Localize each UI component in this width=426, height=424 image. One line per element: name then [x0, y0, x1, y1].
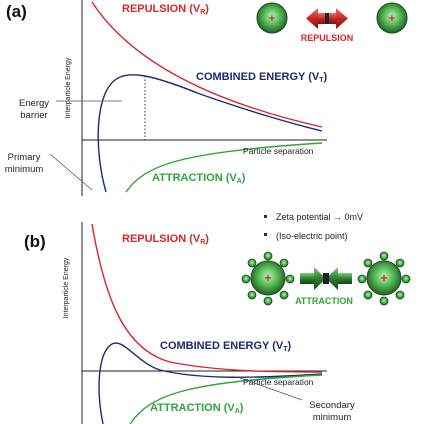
panel-a-combined-label: COMBINED ENERGY (VT)	[196, 71, 328, 84]
panel-b-label: (b)	[24, 232, 46, 251]
particle-sphere-icon: +	[366, 260, 402, 296]
secondary-minimum-label-1: Secondary	[309, 400, 355, 411]
ion-icon	[357, 251, 411, 306]
panel-a-y-axis-label: Interparticle Energy	[65, 57, 72, 118]
panel-b-combined-curve	[98, 342, 323, 424]
energy-barrier-label-2: barrier	[20, 110, 47, 121]
panel-b-repulsion-curve	[91, 223, 323, 373]
energy-barrier-label-1: Energy	[19, 98, 49, 109]
svg-text:+: +	[389, 13, 395, 25]
svg-text:+: +	[264, 271, 271, 285]
converging-arrows-icon	[300, 267, 352, 290]
particle-sphere-icon: +	[256, 2, 288, 34]
panel-b-x-axis-label: Particle separation	[243, 377, 314, 387]
double-arrow-icon	[306, 8, 348, 29]
panel-b-repulsion-label: REPULSION (VR)	[122, 233, 209, 246]
bullet-marker	[264, 233, 267, 236]
bullet-marker	[264, 215, 267, 218]
iso-electric-note: (Iso-electric point)	[276, 231, 348, 241]
panel-b-attraction-curve	[129, 374, 323, 424]
panel-b-attraction-label: ATTRACTION (VA)	[150, 402, 244, 415]
panel-a-combined-curve	[97, 74, 323, 193]
ion-icon	[241, 251, 295, 306]
svg-text:+: +	[269, 13, 275, 25]
secondary-minimum-pointer	[239, 377, 303, 401]
secondary-minimum-label-2: minimum	[313, 412, 352, 423]
panel-a-label: (a)	[6, 2, 27, 21]
panel-b: (b) Interparticle Energy REPULSION (VR) …	[24, 212, 411, 424]
panel-b-combined-label: COMBINED ENERGY (VT)	[160, 340, 292, 353]
zeta-potential-note: Zeta potential → 0mV	[276, 212, 363, 222]
panel-a-attraction-label: ATTRACTION (VA)	[152, 172, 246, 185]
particle-sphere-icon: +	[376, 2, 408, 34]
primary-minimum-pointer	[49, 153, 93, 191]
panel-a-x-axis-label: Particle separation	[243, 146, 314, 156]
panel-a-repulsion-label: REPULSION (VR)	[122, 3, 209, 16]
panel-a-repulsion-curve	[91, 1, 323, 128]
panel-a: (a) Interparticle Energy REPULSION (VR) …	[5, 0, 408, 196]
svg-text:+: +	[380, 271, 387, 285]
primary-minimum-label-2: minimum	[5, 164, 44, 175]
panel-a-attraction-curve	[125, 142, 323, 193]
repulsion-arrow-label: REPULSION	[301, 33, 354, 43]
particle-sphere-icon: +	[250, 260, 286, 296]
panel-b-y-axis-label: Interparticle Energy	[63, 257, 70, 318]
primary-minimum-label-1: Primary	[8, 152, 41, 163]
attraction-arrow-label: ATTRACTION	[295, 296, 353, 306]
